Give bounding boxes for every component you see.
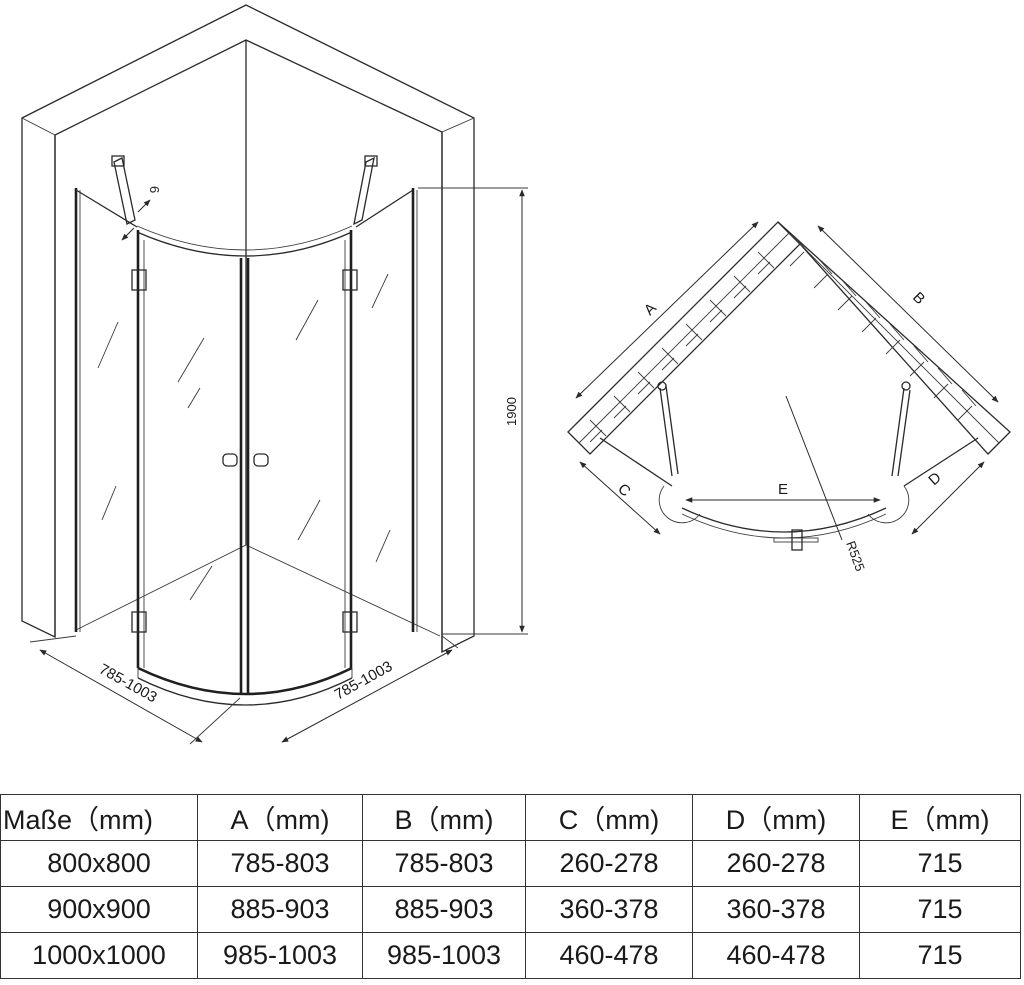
glass-reflection-marks (97, 273, 391, 601)
dimension-a-label: A (641, 300, 660, 319)
width-dimensions: 785-1003 785-1003 (29, 635, 459, 745)
table-header-cell: D（mm) (692, 794, 860, 841)
table-header-cell: A（mm) (197, 794, 363, 841)
table-header-cell: Maße（mm) (0, 794, 198, 841)
stabilizer-bars (111, 155, 378, 226)
height-label: 1900 (504, 397, 519, 426)
table-cell: 715 (859, 932, 1021, 979)
table-row: 1000x1000 985-1003 985-1003 460-478 460-… (0, 932, 1021, 979)
brick-walls (567, 221, 1011, 455)
isometric-view: 6 1900 785-1003 785-1003 (21, 4, 528, 745)
table-cell: 885-903 (362, 886, 526, 933)
glass-thickness-dimension: 6 (121, 186, 162, 241)
table-header-cell: B（mm) (362, 794, 526, 841)
table-cell: 715 (859, 840, 1021, 887)
radius-label: R525 (843, 539, 868, 573)
corner-walls (21, 4, 475, 654)
table-cell: 800x800 (0, 840, 198, 887)
table-header-cell: C（mm) (525, 794, 693, 841)
table-cell: 1000x1000 (0, 932, 198, 979)
table-row: 800x800 785-803 785-803 260-278 260-278 … (0, 840, 1021, 887)
table-cell: 785-803 (197, 840, 363, 887)
door-hinges (131, 269, 358, 633)
door-knobs (222, 453, 269, 467)
top-view: A B C D E R525 (567, 221, 1011, 573)
dimension-c-label: C (614, 480, 634, 500)
height-dimension: 1900 (418, 187, 528, 635)
table-cell: 460-478 (525, 932, 693, 979)
table-cell: 360-378 (525, 886, 693, 933)
table-header-row: Maße（mm) A（mm) B（mm) C（mm) D（mm) E（mm) (0, 794, 1021, 841)
width-right-label: 785-1003 (332, 658, 396, 704)
table-cell: 985-1003 (197, 932, 363, 979)
table-cell: 785-803 (362, 840, 526, 887)
table-row: 900x900 885-903 885-903 360-378 360-378 … (0, 886, 1021, 933)
curved-doors (136, 225, 353, 706)
table-cell: 260-278 (692, 840, 860, 887)
dimension-d-label: D (925, 469, 945, 489)
table-cell: 900x900 (0, 886, 198, 933)
table-cell: 885-903 (197, 886, 363, 933)
table-cell: 260-278 (525, 840, 693, 887)
dimension-e-label: E (778, 481, 788, 498)
glass-thickness-label: 6 (147, 186, 162, 193)
shower-technical-drawing: 6 1900 785-1003 785-1003 (21, 4, 1011, 745)
table-cell: 460-478 (692, 932, 860, 979)
table-cell: 715 (859, 886, 1021, 933)
table-header-cell: E（mm) (859, 794, 1021, 841)
table-cell: 360-378 (692, 886, 860, 933)
size-table: Maße（mm) A（mm) B（mm) C（mm) D（mm) E（mm) 8… (0, 794, 1021, 979)
table-cell: 985-1003 (362, 932, 526, 979)
fixed-glass-panels (74, 188, 418, 632)
dimension-b-label: B (909, 289, 928, 308)
